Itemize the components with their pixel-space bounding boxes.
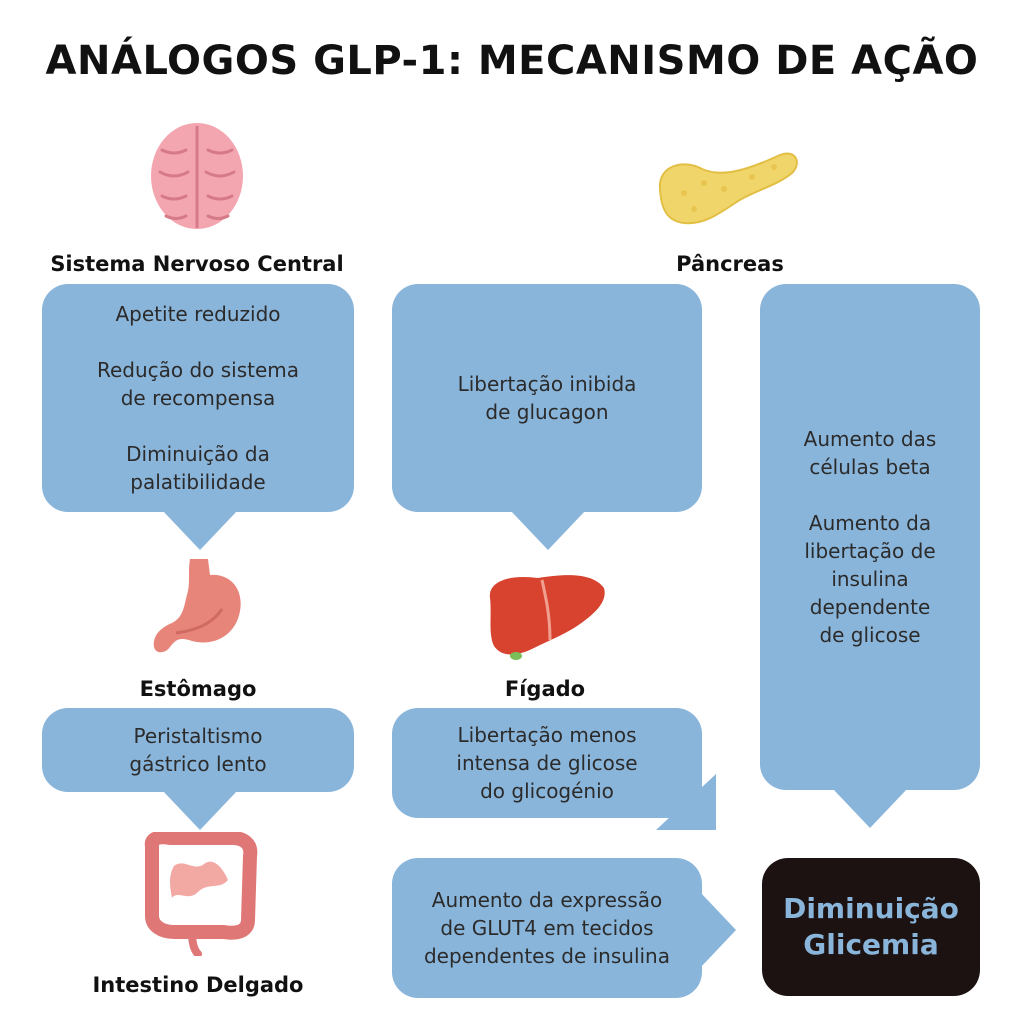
snc-arrow [162, 510, 238, 550]
pancreas-icon [658, 152, 798, 225]
glucagon-line-2: de glucagon [485, 400, 609, 424]
glut4-line-3: dependentes de insulina [423, 944, 670, 968]
glucagon-arrow [510, 510, 586, 550]
beta-line-5: insulina [831, 567, 909, 591]
beta-line-6: dependente [809, 595, 931, 619]
intestine-icon [144, 832, 258, 956]
stomach-arrow [162, 790, 238, 830]
beta-cells-box: Aumento das células beta Aumento da libe… [760, 284, 980, 790]
snc-effect-appetite: Apetite reduzido [115, 302, 281, 326]
glut4-arrow [700, 892, 736, 968]
glut4-box: Aumento da expressão de GLUT4 em tecidos… [392, 858, 702, 998]
pancreas-label: Pâncreas [676, 252, 784, 276]
result-line-2: Glicemia [803, 928, 939, 961]
stomach-icon [153, 559, 241, 653]
beta-line-7: de glicose [819, 623, 921, 647]
brain-icon [151, 123, 243, 229]
beta-line-1: Aumento das [803, 427, 937, 451]
beta-arrow [832, 788, 908, 828]
beta-line-3: Aumento da [808, 511, 932, 535]
glucagon-line-1: Libertação inibida [457, 372, 637, 396]
stomach-line-1: Peristaltismo [133, 724, 263, 748]
page-title: ANÁLOGOS GLP-1: MECANISMO DE AÇÃO [45, 38, 979, 84]
result-line-1: Diminuição [783, 892, 959, 925]
snc-effect-palatability-1: Diminuição da [126, 442, 270, 466]
result-box: Diminuição Glicemia [762, 858, 980, 996]
snc-effect-reward-2: de recompensa [120, 386, 276, 410]
stomach-effects-box: Peristaltismo gástrico lento [42, 708, 354, 792]
liver-line-2: intensa de glicose [456, 751, 638, 775]
beta-line-4: libertação de [804, 539, 936, 563]
intestino-label: Intestino Delgado [92, 973, 304, 997]
glut4-line-1: Aumento da expressão [431, 888, 663, 912]
beta-line-2: células beta [809, 455, 931, 479]
glut4-line-2: de GLUT4 em tecidos [440, 916, 654, 940]
snc-effects-box: Apetite reduzido Redução do sistema de r… [42, 284, 354, 512]
snc-label: Sistema Nervoso Central [50, 252, 344, 276]
liver-arrow [656, 774, 716, 830]
snc-effect-reward-1: Redução do sistema [96, 358, 300, 382]
liver-icon [489, 575, 605, 660]
figado-label: Fígado [504, 677, 586, 701]
glucagon-box: Libertação inibida de glucagon [392, 284, 702, 512]
liver-effects-box: Libertação menos intensa de glicose do g… [392, 708, 702, 818]
stomach-line-2: gástrico lento [129, 752, 267, 776]
liver-line-1: Libertação menos [457, 723, 637, 747]
estomago-label: Estômago [139, 677, 257, 701]
snc-effect-palatability-2: palatibilidade [130, 470, 266, 494]
liver-line-3: do glicogénio [480, 779, 614, 803]
